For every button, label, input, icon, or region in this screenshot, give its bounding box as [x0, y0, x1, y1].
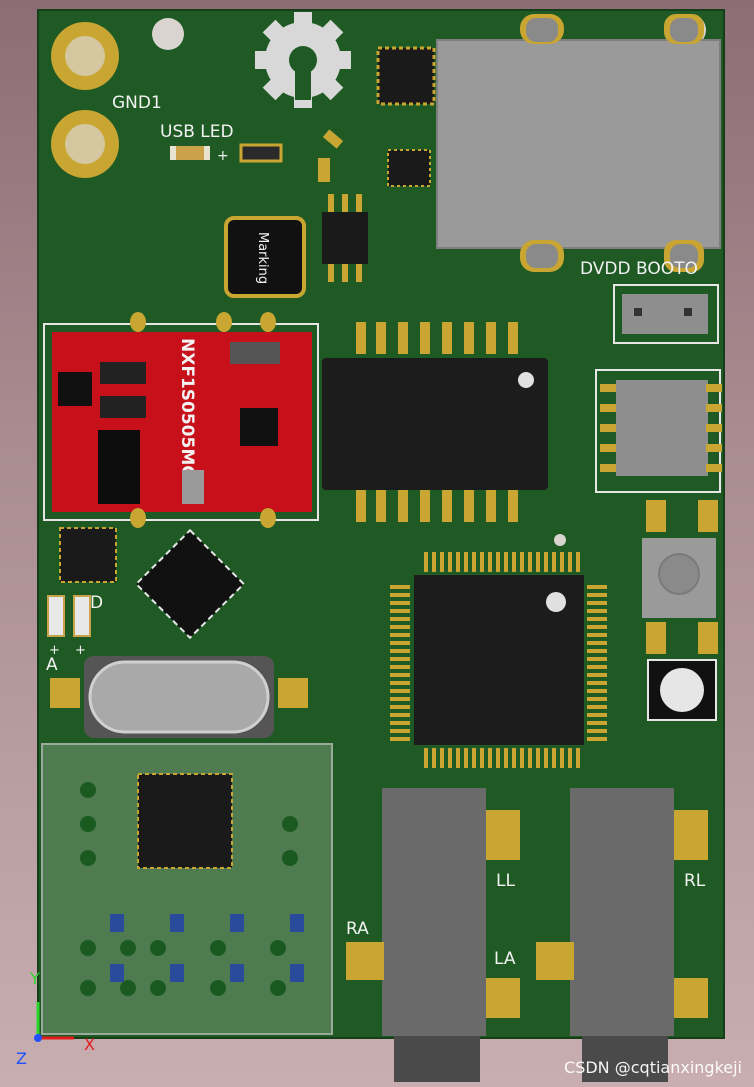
power-module-outline [43, 323, 319, 521]
usb-led-label: USB LED [160, 122, 234, 142]
led-d-label: D [90, 593, 103, 613]
jack-la-label: LA [494, 949, 516, 969]
jack-rl-label: RL [684, 871, 706, 891]
via-hole [152, 18, 184, 50]
svg-text:+: + [49, 643, 60, 658]
ic-upper [322, 358, 548, 490]
jack-left [382, 788, 486, 1036]
axis-triad-icon: Y X Z [16, 969, 95, 1068]
jack-ra-label: RA [346, 919, 369, 939]
gear-logo-icon [255, 12, 351, 108]
module-label: NXF1S0505MC [177, 338, 197, 478]
jack-right [570, 788, 674, 1036]
led-a [73, 595, 91, 637]
axis-y-label: Y [29, 969, 40, 988]
marking-label: Marking [255, 232, 270, 284]
watermark: CSDN @cqtianxingkeji [564, 1058, 742, 1077]
led-plus-label: + [217, 148, 229, 164]
led-d [47, 595, 65, 637]
inductor-marking [224, 216, 306, 298]
axis-x-label: X [84, 1035, 95, 1054]
qfn-chip-diamond [134, 528, 246, 640]
svg-text:+: + [75, 643, 86, 658]
gnd-label: GND1 [112, 93, 162, 113]
led-a-label: A [46, 655, 58, 675]
chip-qfn-top [376, 46, 436, 106]
jack-ll-label: LL [496, 871, 515, 891]
boot-header [613, 284, 719, 344]
dvdd-boot-label: DVDD BOOTO [580, 259, 698, 279]
axis-z-label: Z [16, 1049, 27, 1068]
usb-connector [436, 39, 721, 249]
